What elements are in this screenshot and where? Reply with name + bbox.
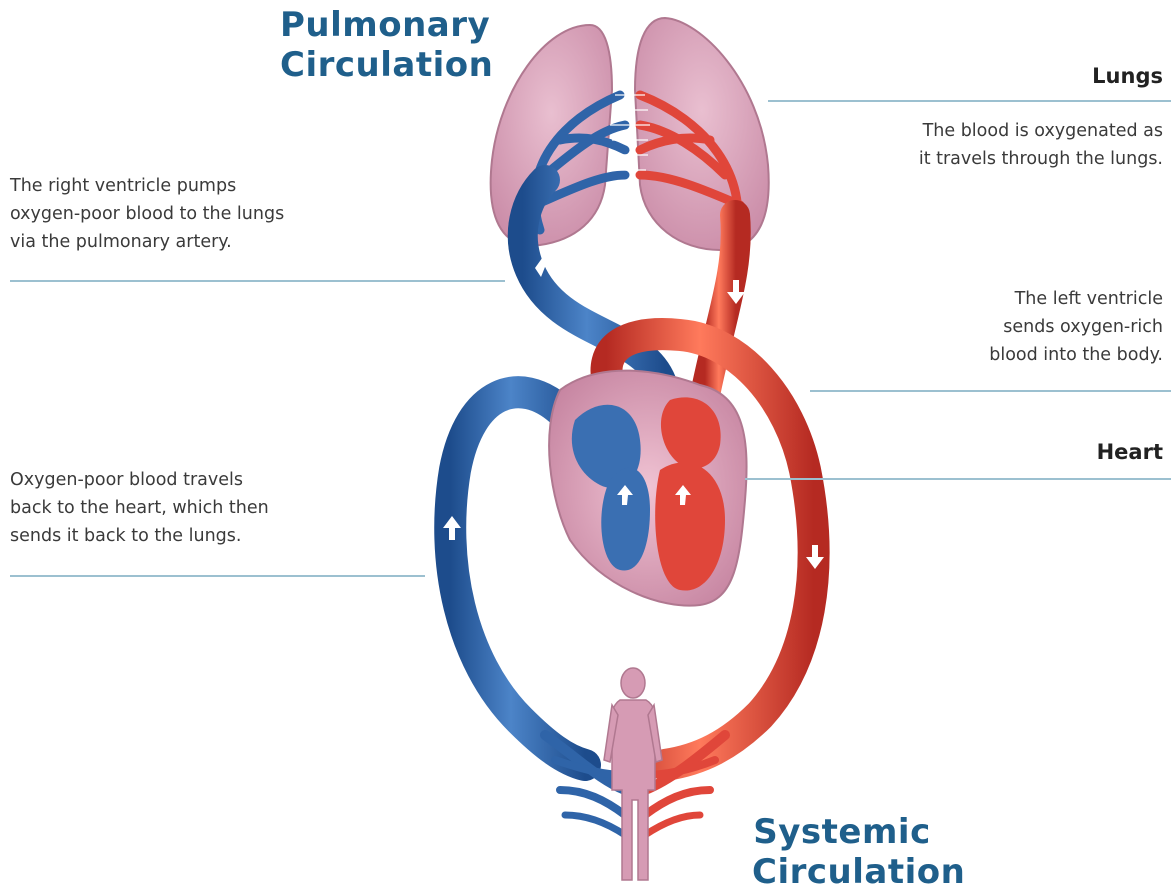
- desc-line: The blood is oxygenated as: [919, 117, 1163, 145]
- systemic-title: Systemic Circulation: [752, 812, 932, 892]
- desc-line: oxygen-poor blood to the lungs: [10, 200, 284, 228]
- left-ventricle-description: The left ventricle sends oxygen-rich blo…: [989, 285, 1163, 369]
- human-figure: [604, 668, 662, 880]
- desc-line: blood into the body.: [989, 341, 1163, 369]
- desc-line: back to the heart, which then: [10, 494, 269, 522]
- lungs-description: The blood is oxygenated as it travels th…: [919, 117, 1163, 173]
- return-rule: [10, 575, 425, 577]
- return-description: Oxygen-poor blood travels back to the he…: [10, 466, 269, 550]
- systemic-title-line1: Systemic: [752, 812, 932, 852]
- right-ventricle-description: The right ventricle pumps oxygen-poor bl…: [10, 172, 284, 256]
- pulmonary-title-line1: Pulmonary: [280, 5, 493, 45]
- right-ventricle-rule: [10, 280, 505, 282]
- left-ventricle-rule: [810, 390, 1171, 392]
- pulmonary-title: Pulmonary Circulation: [280, 5, 493, 85]
- desc-line: via the pulmonary artery.: [10, 228, 284, 256]
- lungs-rule: [768, 100, 1171, 102]
- heart-rule: [745, 478, 1171, 480]
- desc-line: Oxygen-poor blood travels: [10, 466, 269, 494]
- desc-line: sends oxygen-rich: [989, 313, 1163, 341]
- systemic-title-line2: Circulation: [752, 852, 932, 892]
- desc-line: The right ventricle pumps: [10, 172, 284, 200]
- heart-graphic: [549, 371, 746, 606]
- lungs-label: Lungs: [1092, 64, 1163, 88]
- desc-line: The left ventricle: [989, 285, 1163, 313]
- desc-line: it travels through the lungs.: [919, 145, 1163, 173]
- pulmonary-title-line2: Circulation: [280, 45, 493, 85]
- heart-label: Heart: [1097, 440, 1163, 464]
- desc-line: sends it back to the lungs.: [10, 522, 269, 550]
